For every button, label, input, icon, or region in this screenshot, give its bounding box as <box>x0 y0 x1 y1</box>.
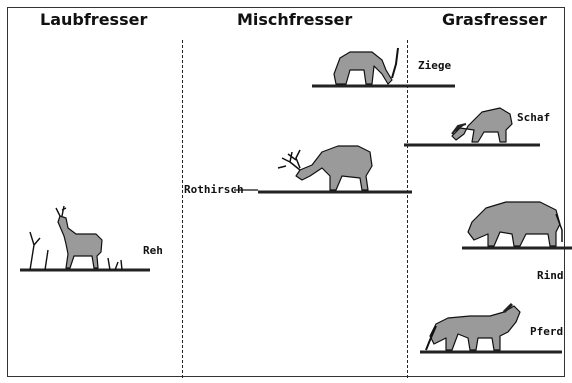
divider-browsers-mixed <box>182 40 183 378</box>
heading-browsers: Laubfresser <box>40 10 148 29</box>
cattle-illustration <box>462 201 572 250</box>
label-sheep: Schaf <box>517 111 551 124</box>
goat-illustration <box>312 47 455 88</box>
label-roe-deer: Reh <box>143 244 163 257</box>
label-goat: Ziege <box>418 59 452 72</box>
sheep-illustration <box>404 107 540 147</box>
label-red-deer: Rothirsch <box>184 183 244 196</box>
divider-mixed-grazers <box>407 40 408 378</box>
heading-grazers: Grasfresser <box>442 10 547 29</box>
red-deer-illustration <box>258 145 412 194</box>
label-cattle: Rind <box>537 269 564 282</box>
horse-illustration <box>420 302 562 354</box>
heading-mixed-feeders: Mischfresser <box>237 10 353 29</box>
label-horse: Pferd <box>530 325 564 338</box>
roe-deer-illustration <box>20 205 150 272</box>
